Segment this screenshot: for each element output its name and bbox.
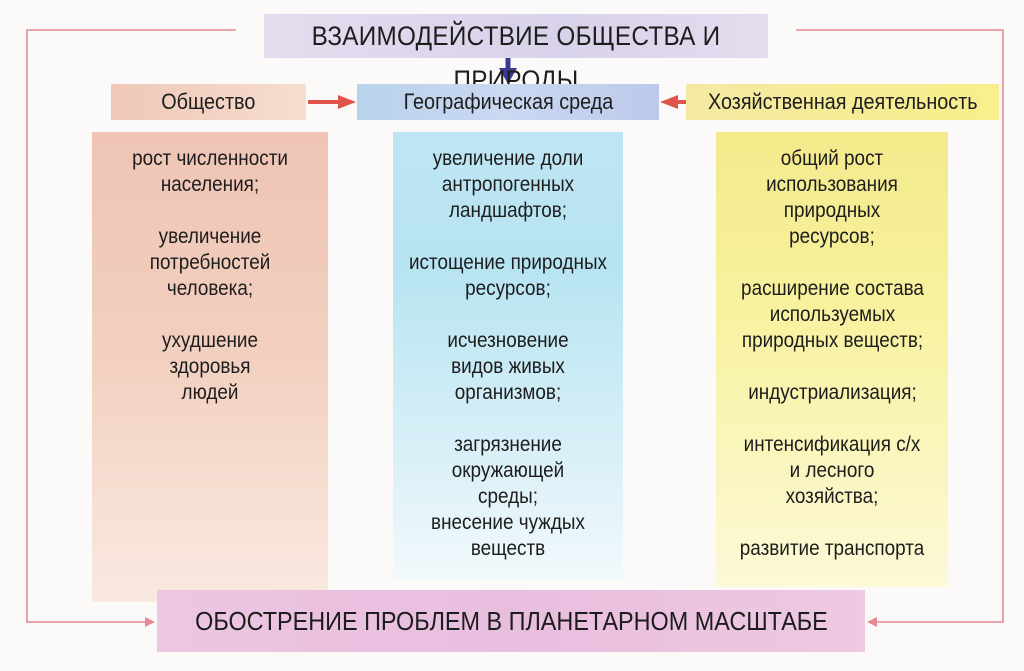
right-loop-line [796,29,1004,623]
activity-item: общий рост использования природных ресур… [766,147,898,248]
activity-item: интенсификация с/х и лесного хозяйства; [743,433,921,508]
header-economic-activity: Хозяйственная деятельность [686,84,999,120]
right-loop-arrowhead [867,617,877,627]
activity-item: развитие транспорта [739,537,925,560]
environment-item: увеличение доли антропогенных ландшафтов… [432,147,584,222]
activity-item: индустриализация; [747,381,917,404]
activity-item: расширение состава используемых природны… [740,277,924,352]
environment-item: исчезновение видов живых организмов; [447,329,569,404]
footer-conclusion: ОБОСТРЕНИЕ ПРОБЛЕМ В ПЛАНЕТАРНОМ МАСШТАБ… [157,590,865,652]
diagram-title: ВЗАИМОДЕЙСТВИЕ ОБЩЕСТВА И ПРИРОДЫ [264,14,768,95]
header-geographic-environment: Географическая среда [357,84,659,120]
column-environment: увеличение доли антропогенных ландшафтов… [393,132,623,580]
left-loop-arrowhead [145,617,155,627]
society-item: рост численности населения; [132,147,288,196]
column-economic-activity: общий рост использования природных ресур… [716,132,948,587]
header-society: Общество [111,84,306,120]
society-item: ухудшение здоровья людей [162,329,258,404]
environment-item: истощение природных ресурсов; [409,251,607,300]
title-down-arrow-head [499,68,517,84]
environment-item: внесение чуждых веществ [431,511,585,560]
left-loop-line [26,29,236,623]
left-arrow-head [338,95,356,109]
environment-item: загрязнение окружающей среды; [451,433,565,508]
column-society: рост численности населения; увеличение п… [92,132,328,602]
society-item: увеличение потребностей человека; [149,225,271,300]
right-arrow-head [660,95,678,109]
